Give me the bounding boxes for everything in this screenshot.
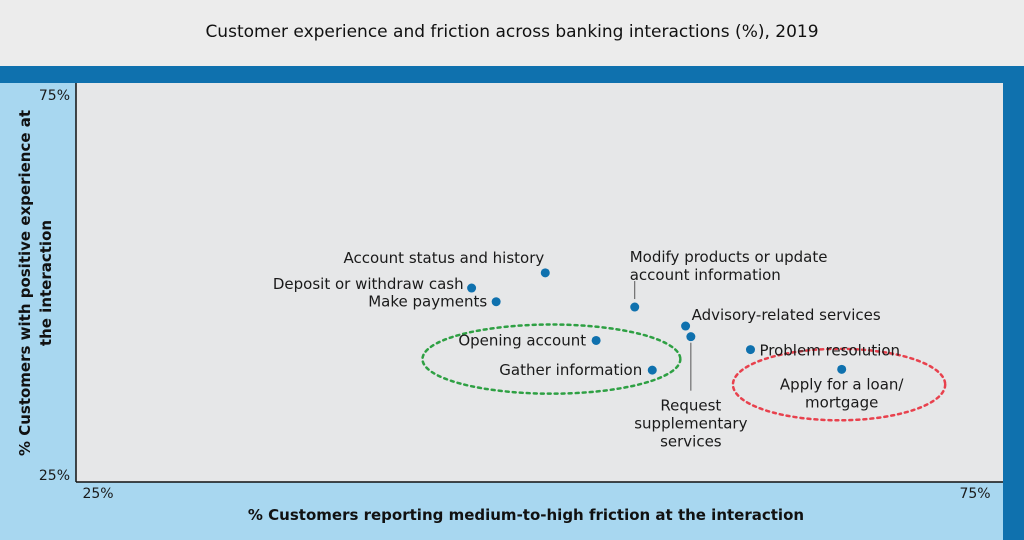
data-point [591, 335, 601, 345]
point-label: Apply for a loan/mortgage [780, 375, 905, 411]
point-label: Advisory-related services [692, 306, 881, 324]
data-point [681, 321, 691, 331]
data-point [686, 332, 696, 342]
top-frame-strip [0, 66, 1024, 83]
y-tick-label-top: 75% [39, 88, 70, 104]
group-ellipse-1 [421, 323, 682, 395]
x-tick-label-left: 25% [82, 486, 113, 502]
data-point [491, 297, 501, 307]
y-axis-title-line-1: % Customers with positive experience at [16, 110, 34, 456]
y-tick-label-bottom: 25% [39, 468, 70, 484]
chart-title: Customer experience and friction across … [205, 22, 819, 42]
y-axis-title-line-2: the interaction [37, 220, 55, 346]
data-point [540, 268, 550, 278]
data-point [630, 302, 640, 312]
data-point [837, 364, 847, 374]
x-axis-title: % Customers reporting medium-to-high fri… [248, 506, 804, 524]
plot-area [76, 83, 1003, 482]
point-label: Gather information [499, 361, 642, 379]
title-band [0, 0, 1024, 66]
data-point [745, 345, 755, 355]
point-label: Account status and history [343, 249, 544, 267]
group-ellipse-2 [731, 347, 947, 422]
x-tick-label-right: 75% [959, 486, 990, 502]
data-point [467, 283, 477, 293]
right-frame-strip [1003, 66, 1024, 540]
point-label: Opening account [458, 331, 586, 349]
data-point [647, 365, 657, 375]
point-label: Deposit or withdraw cash [273, 275, 464, 293]
point-label: Make payments [368, 293, 487, 311]
point-label: Problem resolution [759, 342, 900, 360]
